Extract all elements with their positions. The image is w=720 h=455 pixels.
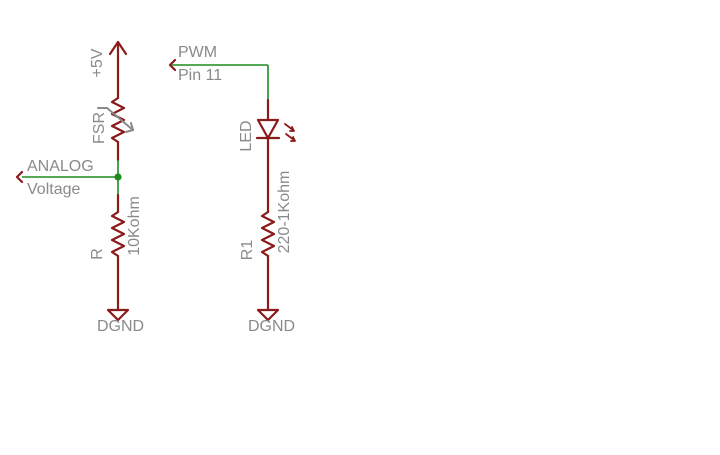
ground-right-symbol	[256, 308, 280, 322]
pin-label: Pin 11	[178, 67, 222, 84]
led-diode-symbol	[256, 118, 280, 140]
fsr-variable-arrow	[97, 107, 134, 133]
analog-label: ANALOG	[27, 158, 94, 175]
supply-label: +5V	[89, 48, 106, 77]
r1-value-label: 220-1Kohm	[276, 171, 293, 254]
led-light-rays-icon	[284, 123, 296, 142]
led-label: LED	[238, 120, 255, 151]
r-value-label: 10Kohm	[126, 196, 143, 256]
ground-right-label: DGND	[248, 318, 295, 335]
ground-left-label: DGND	[97, 318, 144, 335]
r-resistor-symbol	[110, 210, 126, 258]
r1-name-label: R1	[239, 240, 256, 261]
supply-arrow-symbol	[108, 40, 128, 64]
fsr-label: FSR	[91, 112, 108, 144]
pwm-connector-symbol	[168, 58, 177, 72]
ground-left-symbol	[106, 308, 130, 322]
junction-dot	[114, 173, 122, 181]
r-name-label: R	[89, 248, 106, 260]
voltage-label: Voltage	[27, 181, 80, 198]
fsr-resistor-symbol	[110, 96, 126, 144]
analog-connector-symbol	[15, 170, 24, 184]
pwm-label: PWM	[178, 44, 217, 61]
r1-resistor-symbol	[260, 210, 276, 258]
